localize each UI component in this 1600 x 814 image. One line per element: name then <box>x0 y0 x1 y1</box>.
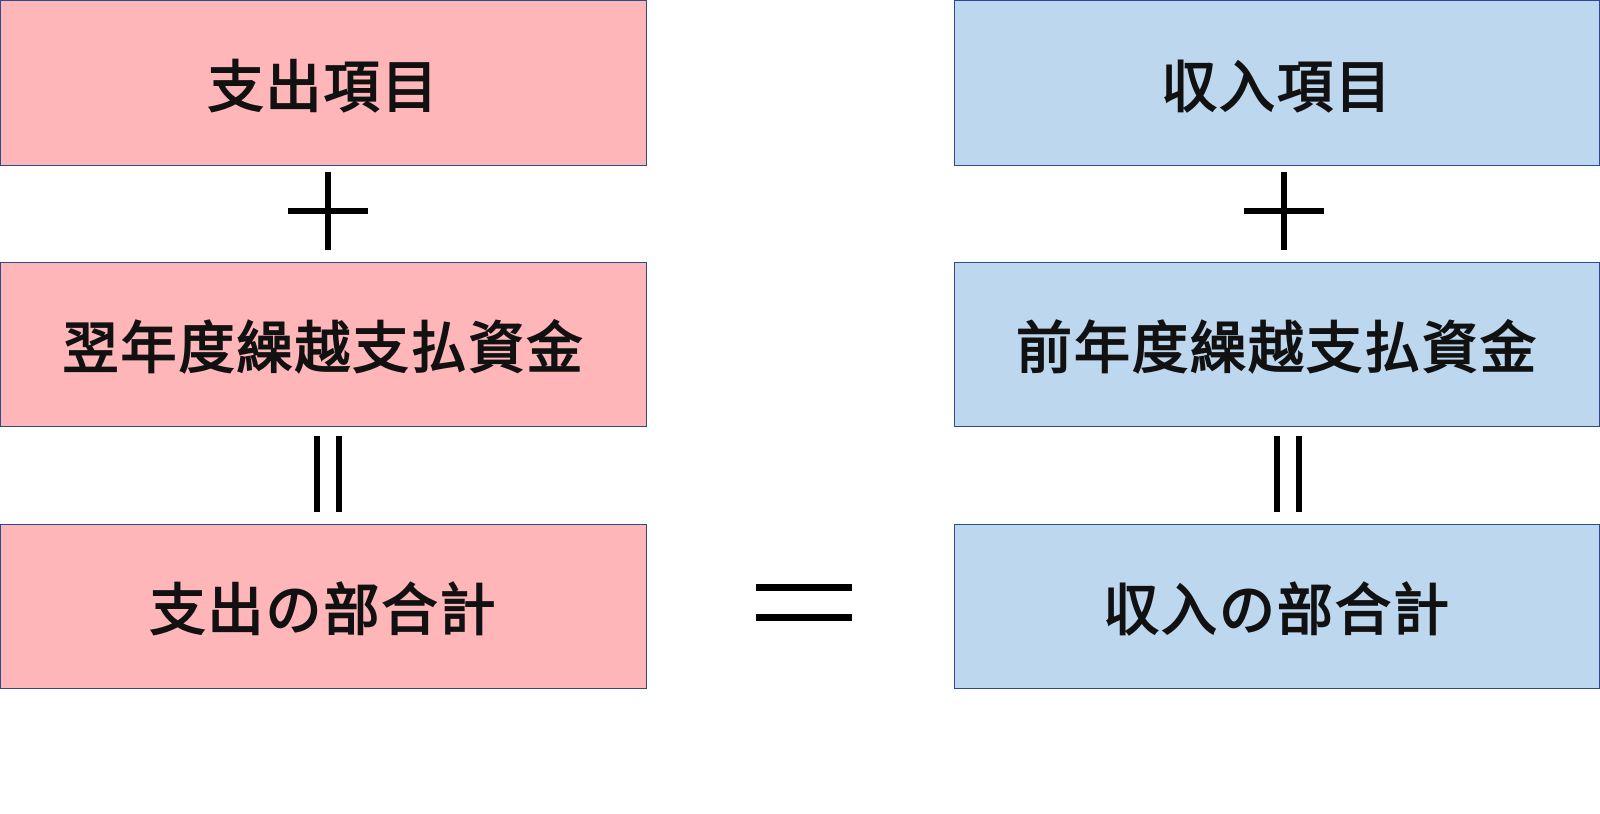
left-plus-icon <box>288 172 368 250</box>
expense-items-label: 支出項目 <box>207 55 440 121</box>
income-items-box: 収入項目 <box>954 0 1600 166</box>
next-year-carryover-label: 翌年度繰越支払資金 <box>62 317 585 382</box>
income-subtotal-label: 収入の部合計 <box>1103 579 1451 644</box>
left-vertical-equals-icon <box>312 436 346 512</box>
right-vertical-equals-icon <box>1272 436 1306 512</box>
income-items-label: 収入項目 <box>1161 55 1393 121</box>
center-equals-icon <box>756 584 852 622</box>
next-year-carryover-box: 翌年度繰越支払資金 <box>0 262 647 427</box>
previous-year-carryover-label: 前年度繰越支払資金 <box>1016 317 1538 382</box>
expense-subtotal-label: 支出の部合計 <box>149 579 498 644</box>
expense-items-box: 支出項目 <box>0 0 647 166</box>
income-subtotal-box: 収入の部合計 <box>954 524 1600 689</box>
expense-subtotal-box: 支出の部合計 <box>0 524 647 689</box>
right-plus-icon <box>1244 172 1324 250</box>
previous-year-carryover-box: 前年度繰越支払資金 <box>954 262 1600 427</box>
